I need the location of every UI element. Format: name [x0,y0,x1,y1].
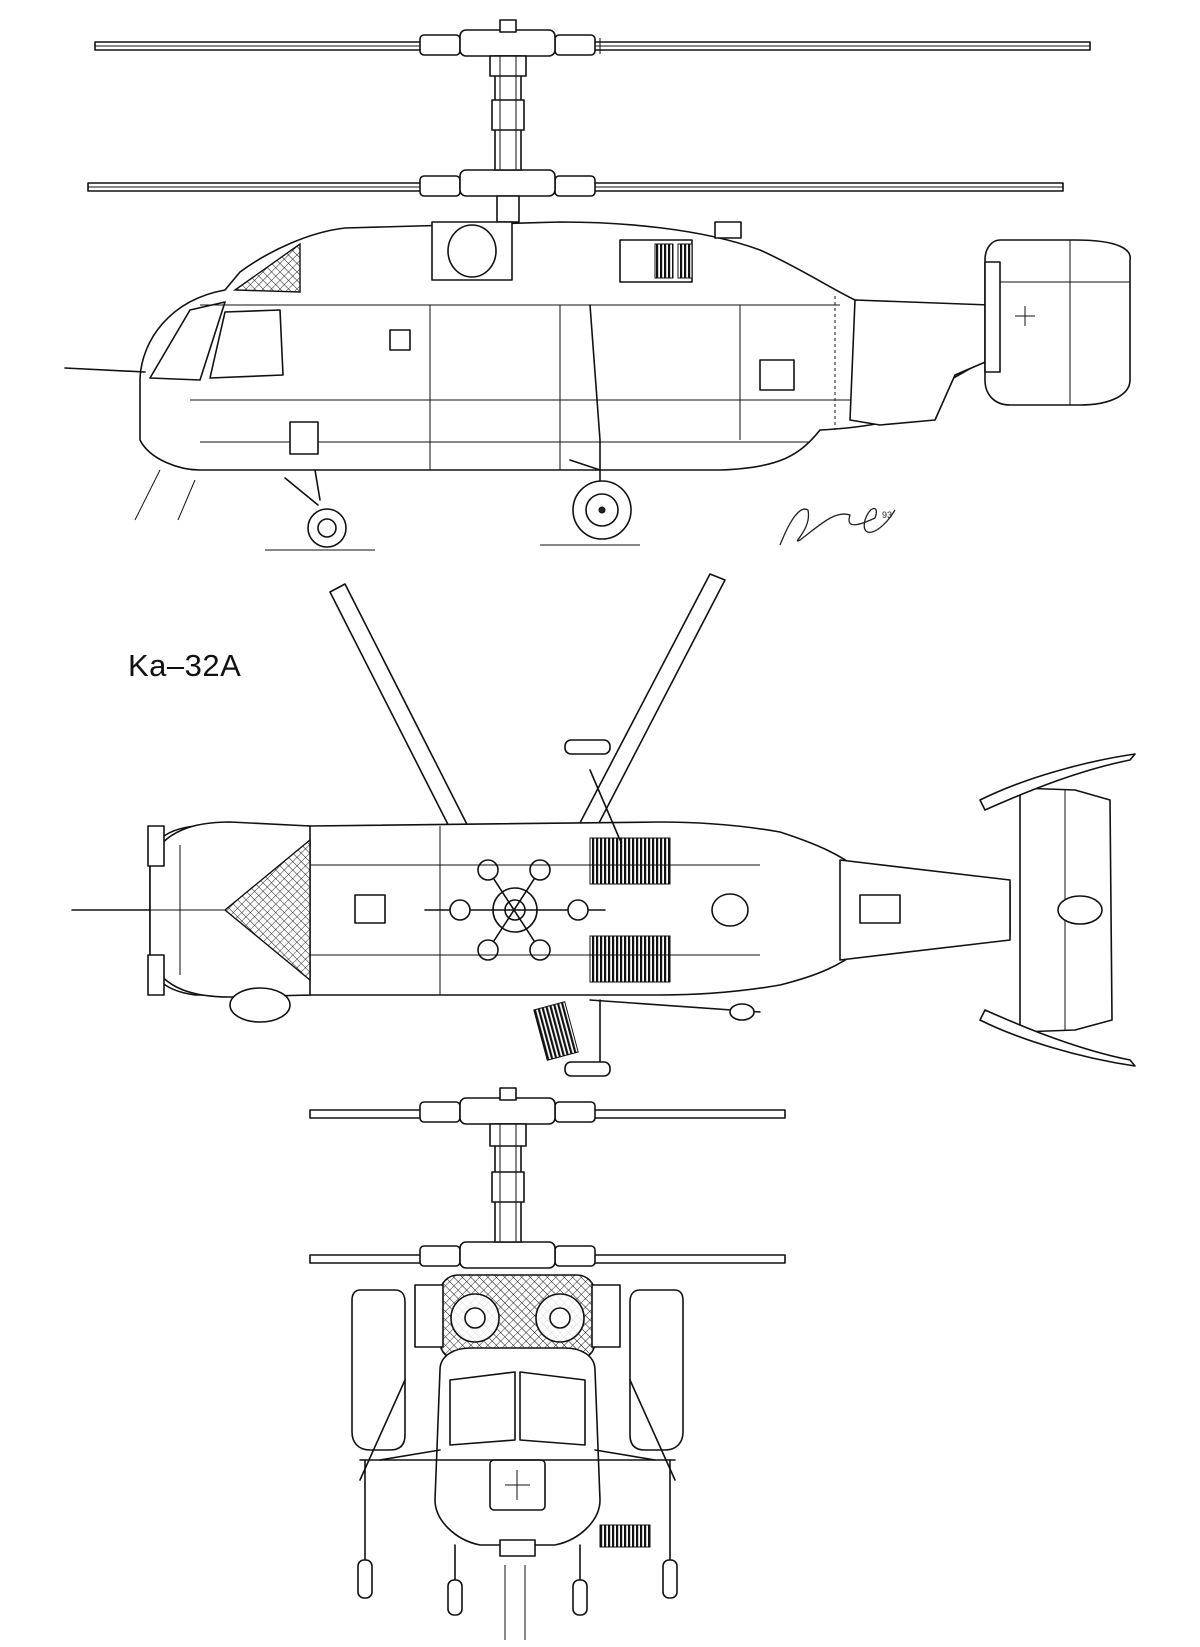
signature-year: 93 [882,510,892,520]
lower-rotor-front [309,1241,786,1269]
gear-top [533,739,761,1077]
fuselage-side [139,221,986,471]
tail-fin-side [984,239,1131,406]
rotor-hub-side [419,19,596,223]
wheels-front [357,1459,678,1616]
upper-rotor-front [309,1087,786,1125]
front-view [309,1087,786,1640]
right-fin-front [629,1289,684,1451]
door-window [209,309,284,379]
intake-mesh-side [232,242,301,293]
top-view [71,573,1136,1077]
side-view: 93 [64,19,1131,551]
tail-stabilizer-top [979,753,1136,1067]
artist-signature: 93 [779,507,896,546]
nose-gear-side [284,469,347,548]
drawing-title: Ka–32A [128,648,242,683]
intake-mesh-top [223,838,311,982]
windshield-front [449,1371,516,1446]
cockpit-window [149,301,226,381]
fuselage-front [434,1347,601,1546]
main-gear-side [569,304,632,540]
tail-boom-side [849,299,991,426]
left-fin-front [351,1289,406,1451]
pitot-probe-side [64,367,146,373]
